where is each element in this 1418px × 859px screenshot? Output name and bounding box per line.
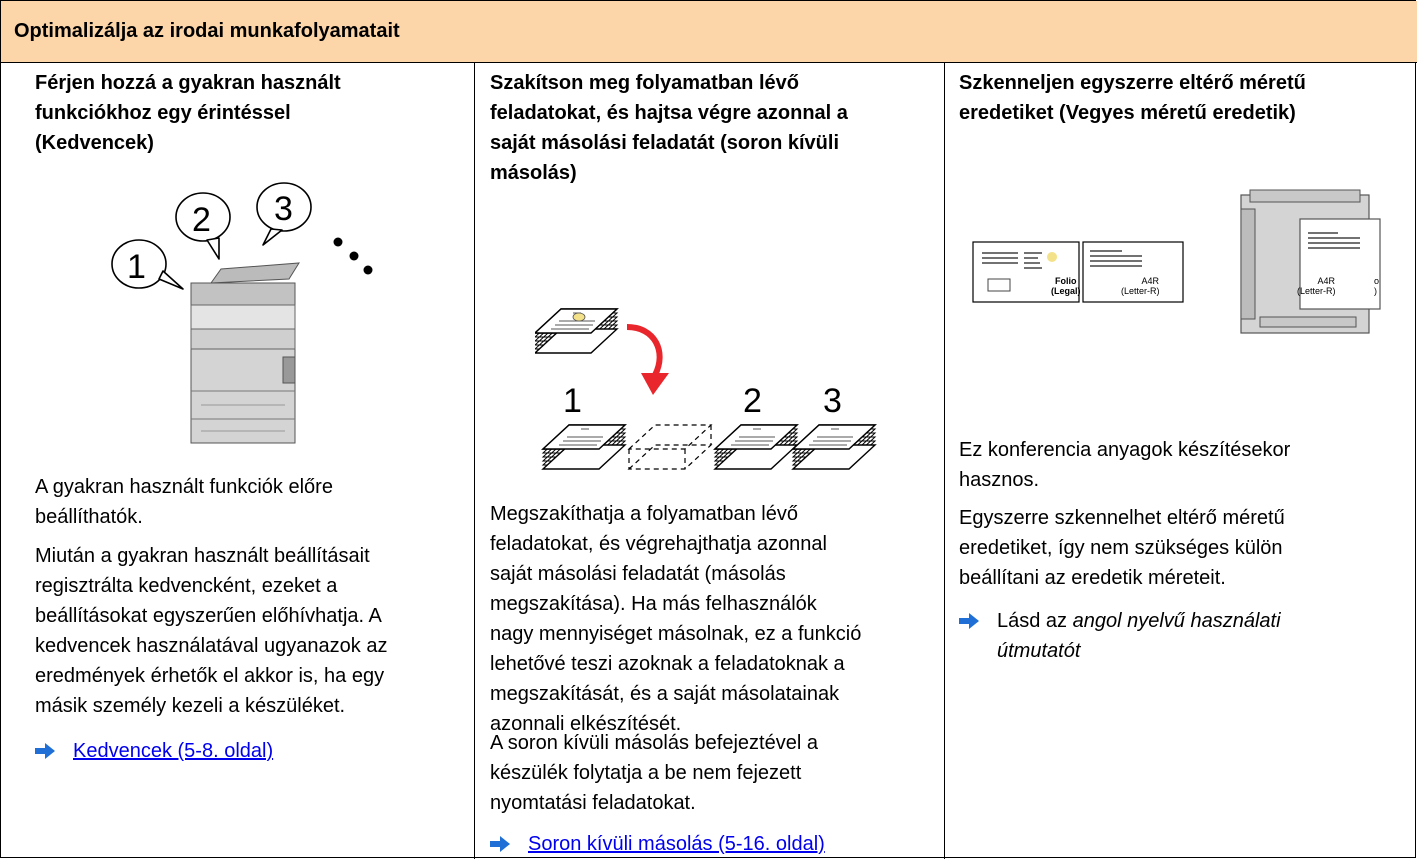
paragraph-line: megszakítását, és a saját másolatainak [490,683,840,705]
paragraph-line: regisztrálta kedvencként, ezeket a [35,575,338,597]
paragraph-line: megszakítása). Ha más felhasználók [490,593,817,615]
paper-label: A4R (Letter-R) [1297,276,1336,296]
paper-label-line: (Letter-R) [1297,286,1336,296]
title-line: saját másolási feladatát (soron kívüli [490,132,840,154]
paragraph-line: beállításokat egyszerűen előhívhatja. A [35,605,382,627]
arrow-right-icon [35,743,55,759]
illustration-number: 2 [192,201,211,239]
paper-stack-icon [535,308,876,470]
title-line: eredetiket (Vegyes méretű eredetik) [959,102,1296,124]
paragraph-line: A gyakran használt funkciók előre [35,476,333,498]
column-mixed-originals: Szkenneljen egyszerre eltérő méretű ered… [945,63,1417,859]
illustration-number: 3 [274,190,293,228]
paragraph-line: A soron kívüli másolás befejeztével a [490,732,818,754]
arrow-right-icon [959,613,979,629]
title-line: (Kedvencek) [35,132,154,154]
favorites-link[interactable]: Kedvencek (5-8. oldal) [73,740,274,762]
paragraph-line: Egyszerre szkennelhet eltérő méretű [959,507,1285,529]
title-line: másolás) [490,162,577,184]
paragraph-line: nagy mennyiséget másolnak, ez a funkció [490,623,862,645]
paragraph-line: Megszakíthatja a folyamatban lévő [490,503,798,525]
paragraph-line: másik személy kezeli a készüléket. [35,695,346,717]
paragraph: Ez konferencia anyagok készítésekor hasz… [959,435,1290,495]
paper-label-line: (Letter-R) [1121,286,1160,296]
paper-label: A4R (Letter-R) [1121,276,1160,296]
column-title: Szakítson meg folyamatban lévő feladatok… [490,68,848,188]
title-line: Szkenneljen egyszerre eltérő méretű [959,72,1306,94]
column-title: Férjen hozzá a gyakran használt funkciók… [35,68,341,158]
document-icon [1082,241,1184,303]
illustration-number: 3 [823,382,842,420]
paragraph-line: azonnali elkészítését. [490,713,682,735]
paper-label-line: Folio [1055,276,1077,286]
paper-label-line: (Legal) [1051,286,1081,296]
paragraph-line: készülék folytatja a be nem fejezett [490,762,802,784]
paragraph-line: eredetiket, így nem szükséges külön [959,537,1283,559]
paragraph-line: lehetővé teszi azoknak a feladatoknak a [490,653,845,675]
reference-prefix: Lásd az [997,610,1073,632]
scanner-icon [1240,189,1381,334]
paragraph-line: beállítani az eredetik méreteit. [959,567,1226,589]
paragraph: Miután a gyakran használt beállításait r… [35,541,387,721]
column-interrupt-copy: Szakítson meg folyamatban lévő feladatok… [475,63,945,859]
title-line: Férjen hozzá a gyakran használt [35,72,341,94]
paragraph-line: hasznos. [959,469,1040,491]
paper-label-line: o [1374,276,1380,286]
paper-label-line: A4R [1141,276,1160,286]
title-line: feladatokat, és hajtsa végre azonnal a [490,102,848,124]
illustration-number: 1 [127,248,146,286]
reference-italic: útmutatót [997,640,1081,662]
paragraph: A gyakran használt funkciók előre beállí… [35,472,333,532]
paragraph: Egyszerre szkennelhet eltérő méretű ered… [959,503,1285,593]
paragraph-line: nyomtatási feladatokat. [490,792,696,814]
paper-label-line: A4R [1317,276,1336,286]
title-line: funkciókhoz egy érintéssel [35,102,291,124]
page-header: Optimalizálja az irodai munkafolyamatait [1,1,1417,63]
column-favorites: Férjen hozzá a gyakran használt funkciók… [1,63,475,859]
page-title: Optimalizálja az irodai munkafolyamatait [14,20,400,42]
column-title: Szkenneljen egyszerre eltérő méretű ered… [959,68,1306,128]
paper-label: Folio (Legal) [1051,276,1081,296]
illustration-number: 1 [563,382,582,420]
interrupt-copy-link[interactable]: Soron kívüli másolás (5-16. oldal) [528,833,825,855]
paragraph-line: feladatokat, és végrehajthatja azonnal [490,533,827,555]
paper-label: o ) [1374,276,1379,296]
paragraph: A soron kívüli másolás befejeztével a ké… [490,728,818,818]
reference-italic: angol nyelvű használati [1072,610,1281,632]
document-icon [972,241,1080,303]
paragraph: Megszakíthatja a folyamatban lévő felada… [490,499,861,739]
paper-label-line: ) [1374,286,1377,296]
arrow-right-icon [490,836,510,852]
paragraph-line: beállíthatók. [35,506,143,528]
paragraph-line: Miután a gyakran használt beállításait [35,545,370,567]
paragraph-line: Ez konferencia anyagok készítésekor [959,439,1291,461]
paragraph-line: saját másolási feladatát (másolás [490,563,786,585]
illustration-number: 2 [743,382,762,420]
title-line: Szakítson meg folyamatban lévő [490,72,799,94]
copier-icon [111,182,373,444]
paragraph-line: kedvencek használatával ugyanazok az [35,635,388,657]
paragraph-line: eredmények érhetők el akkor is, ha egy [35,665,385,687]
reference-text: Lásd az angol nyelvű használati útmutató… [997,606,1281,666]
